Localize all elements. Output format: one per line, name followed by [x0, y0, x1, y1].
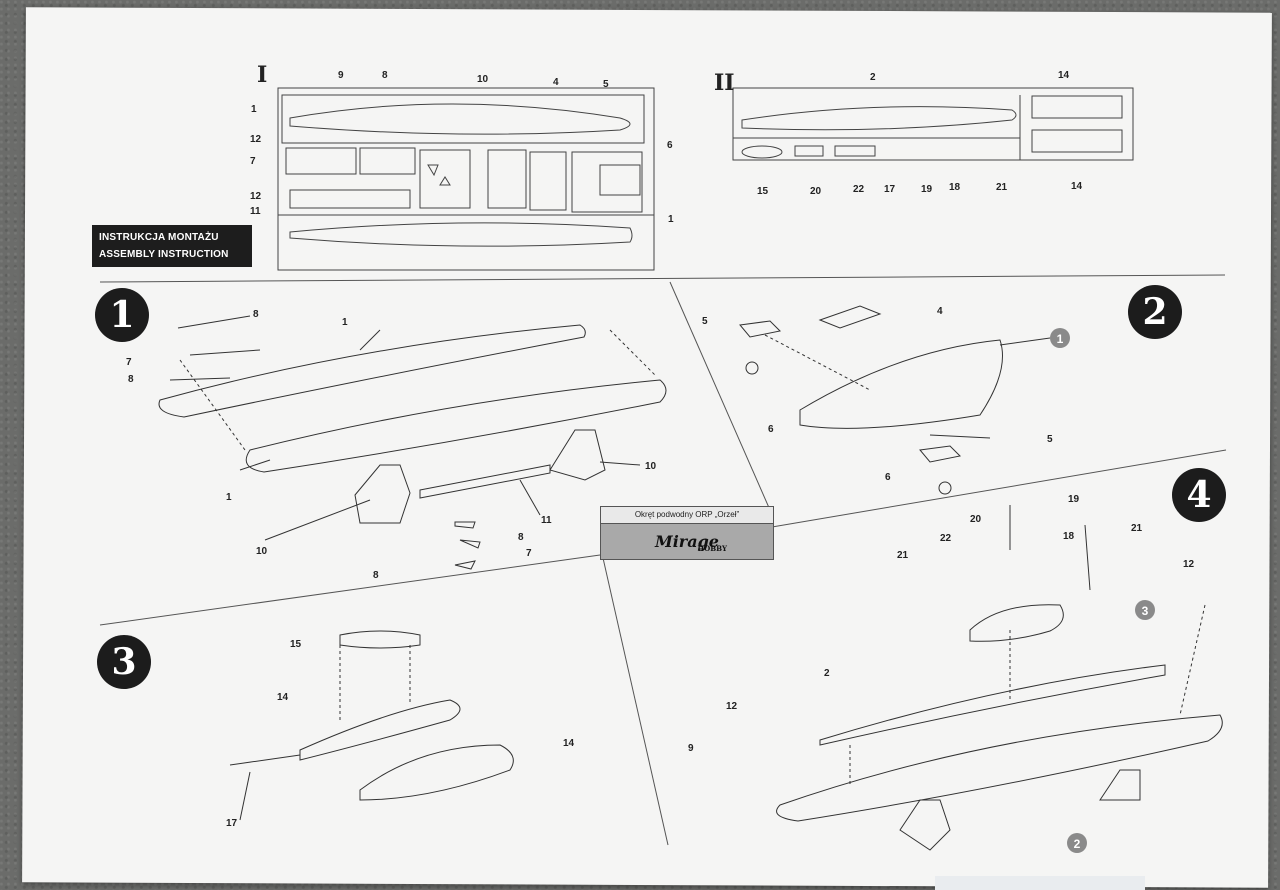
divider-left — [99, 554, 601, 626]
ref-marker-step4-bottom: 2 — [1074, 837, 1081, 851]
part-label: 14 — [277, 692, 289, 703]
brand-name: Mirage — [655, 532, 719, 551]
part-label: 21 — [897, 550, 909, 561]
part-label: 8 — [518, 532, 524, 543]
instruction-title-en: ASSEMBLY INSTRUCTION — [99, 249, 229, 260]
part-label: 14 — [563, 738, 575, 749]
part-label: 4 — [937, 306, 943, 317]
sprue-i — [277, 87, 655, 271]
part-label: 6 — [885, 472, 891, 483]
part-label: 14 — [1058, 70, 1070, 81]
part-label: 17 — [884, 184, 896, 195]
step4-part-labels: 19 20 22 18 21 21 12 2 12 9 — [688, 494, 1195, 754]
part-label: 21 — [1131, 523, 1143, 534]
part-label: 1 — [251, 104, 257, 115]
part-label: 5 — [603, 79, 609, 90]
part-label: 8 — [253, 309, 259, 320]
part-label: 2 — [824, 668, 830, 679]
part-label: 10 — [256, 546, 268, 557]
underlying-paper-edge — [935, 876, 1145, 890]
step4-drawing — [776, 505, 1223, 851]
part-label: 20 — [810, 186, 822, 197]
part-label: 2 — [870, 72, 876, 83]
part-label: 1 — [668, 214, 674, 225]
part-label: 7 — [250, 156, 256, 167]
part-label: 6 — [667, 140, 673, 151]
part-label: 7 — [526, 548, 532, 559]
part-label: 22 — [853, 184, 865, 195]
sprue-ii-part-labels: 2 14 15 20 22 17 19 18 21 14 — [757, 70, 1083, 197]
part-label: 12 — [250, 134, 262, 145]
ref-marker-step4-top: 3 — [1142, 604, 1149, 618]
part-label: 11 — [541, 515, 552, 526]
part-label: 8 — [373, 570, 379, 581]
part-label: 1 — [226, 492, 232, 503]
brand-sub: HOBBY — [697, 544, 727, 553]
part-label: 22 — [940, 533, 952, 544]
part-label: 10 — [645, 461, 657, 472]
step3-part-labels: 15 14 14 17 — [226, 639, 575, 829]
divider-top — [99, 274, 1226, 283]
part-label: 18 — [1063, 531, 1075, 542]
part-label: 5 — [702, 316, 708, 327]
part-label: 7 — [126, 357, 132, 368]
part-label: 12 — [1183, 559, 1195, 570]
divider-diag-upper — [669, 281, 771, 511]
ref-marker-step2: 1 — [1057, 332, 1064, 346]
part-label: 17 — [226, 818, 238, 829]
part-label: 14 — [1071, 181, 1083, 192]
step-1-badge: 1 — [95, 288, 149, 342]
part-label: 19 — [1068, 494, 1080, 505]
step-4-badge: 4 — [1172, 468, 1226, 522]
part-label: 9 — [338, 70, 344, 81]
step2-drawing — [739, 305, 1051, 495]
part-label: 8 — [382, 70, 388, 81]
part-label: 8 — [128, 374, 134, 385]
sprue-i-label: I — [257, 62, 267, 88]
step2-part-labels: 5 4 6 5 6 — [702, 306, 1053, 483]
step3-drawing — [229, 630, 514, 821]
step-2-badge: 2 — [1128, 285, 1182, 339]
part-label: 4 — [553, 77, 559, 88]
part-label: 18 — [949, 182, 961, 193]
instruction-heading-box: INSTRUKCJA MONTAŻU ASSEMBLY INSTRUCTION — [92, 225, 252, 267]
reference-markers: 1 3 2 — [1050, 328, 1155, 853]
part-label: 15 — [290, 639, 302, 650]
step-3-badge: 3 — [97, 635, 151, 689]
part-label: 1 — [342, 317, 348, 328]
step1-drawing — [158, 315, 667, 570]
part-label: 20 — [970, 514, 982, 525]
divider-diag-lower — [602, 557, 669, 846]
sprue-ii — [732, 87, 1134, 161]
part-label: 5 — [1047, 434, 1053, 445]
instruction-title-pl: INSTRUKCJA MONTAŻU — [99, 232, 219, 243]
step1-part-labels: 8 1 7 8 1 10 10 11 8 7 10 8 — [126, 309, 657, 581]
sprue-ii-label: II — [714, 70, 735, 96]
model-title: Okręt podwodny ORP „Orzeł” — [601, 507, 773, 524]
part-label: 9 — [688, 743, 694, 754]
part-label: 6 — [768, 424, 774, 435]
part-label: 12 — [726, 701, 738, 712]
part-label: 19 — [921, 184, 933, 195]
sprue-i-part-labels: 9 8 10 4 5 1 12 7 12 11 6 1 — [250, 70, 674, 225]
part-label: 21 — [996, 182, 1008, 193]
part-label: 11 — [250, 206, 261, 217]
part-label: 15 — [757, 186, 769, 197]
divider-right — [771, 449, 1227, 528]
part-label: 12 — [250, 191, 262, 202]
part-label: 10 — [477, 74, 489, 85]
